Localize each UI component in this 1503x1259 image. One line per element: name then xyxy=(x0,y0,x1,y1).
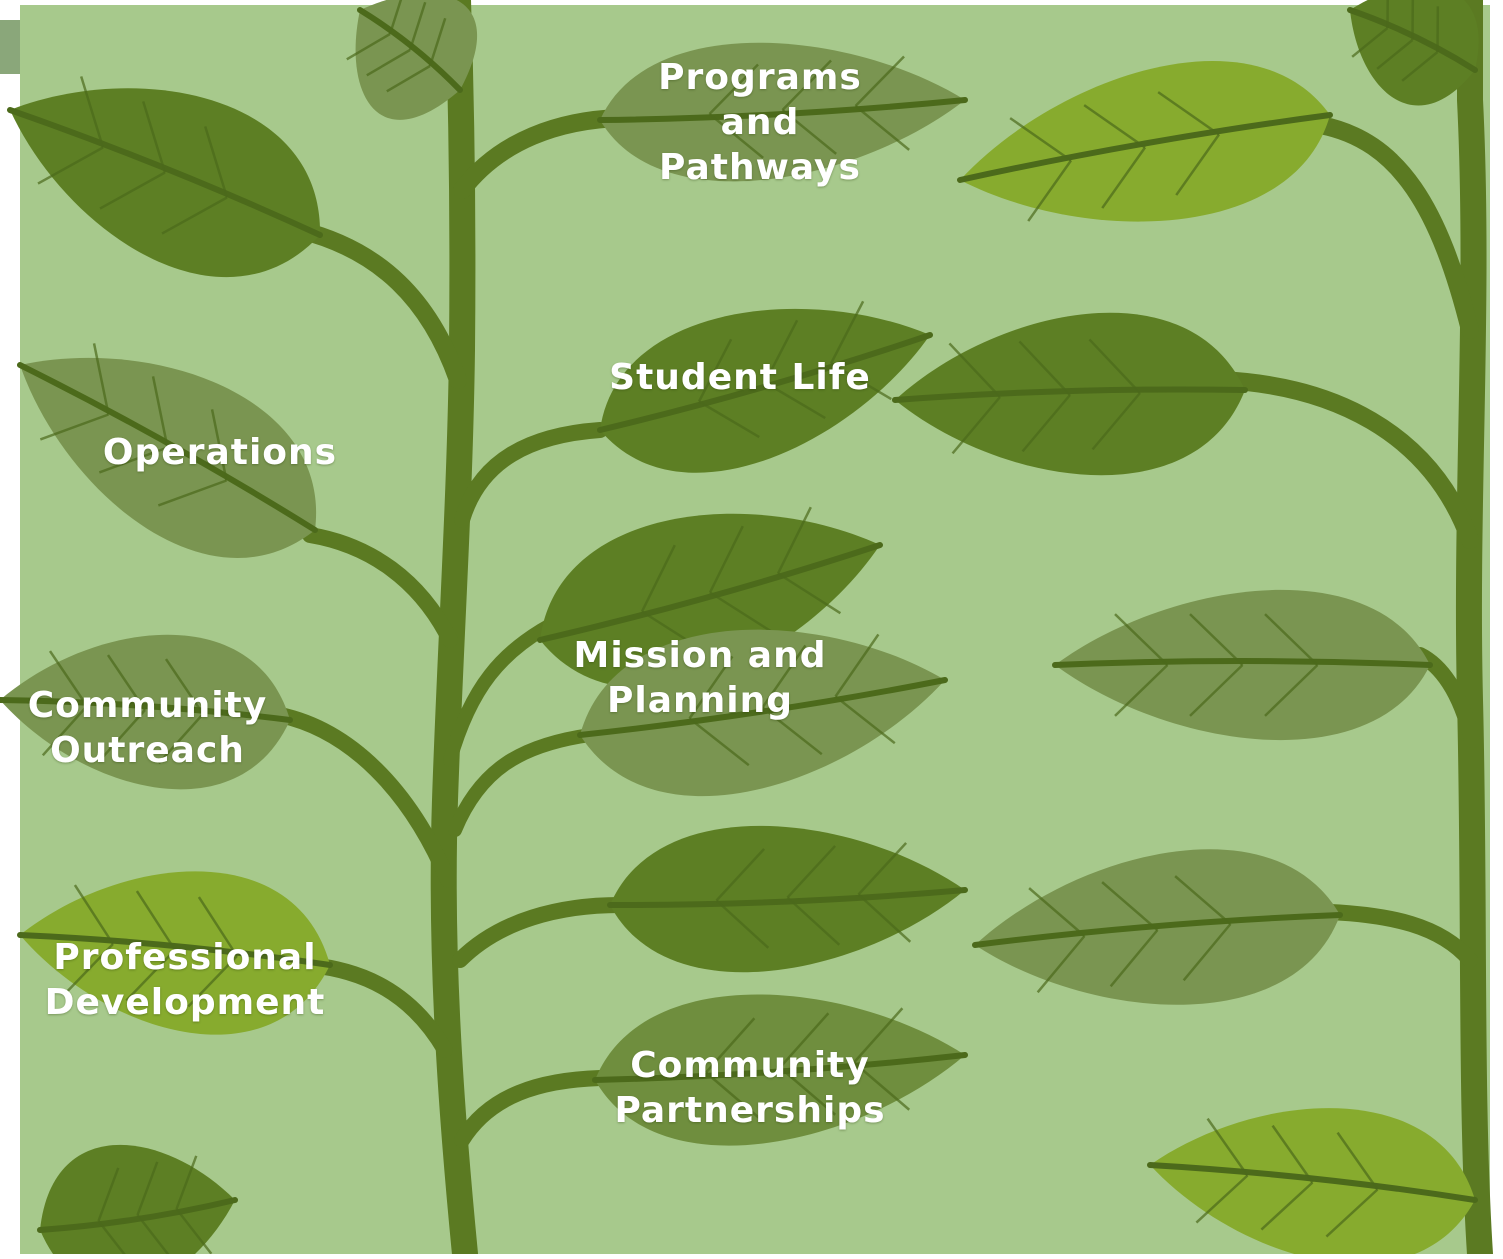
top-left-tab xyxy=(0,20,20,74)
right-stem xyxy=(1469,0,1480,1254)
